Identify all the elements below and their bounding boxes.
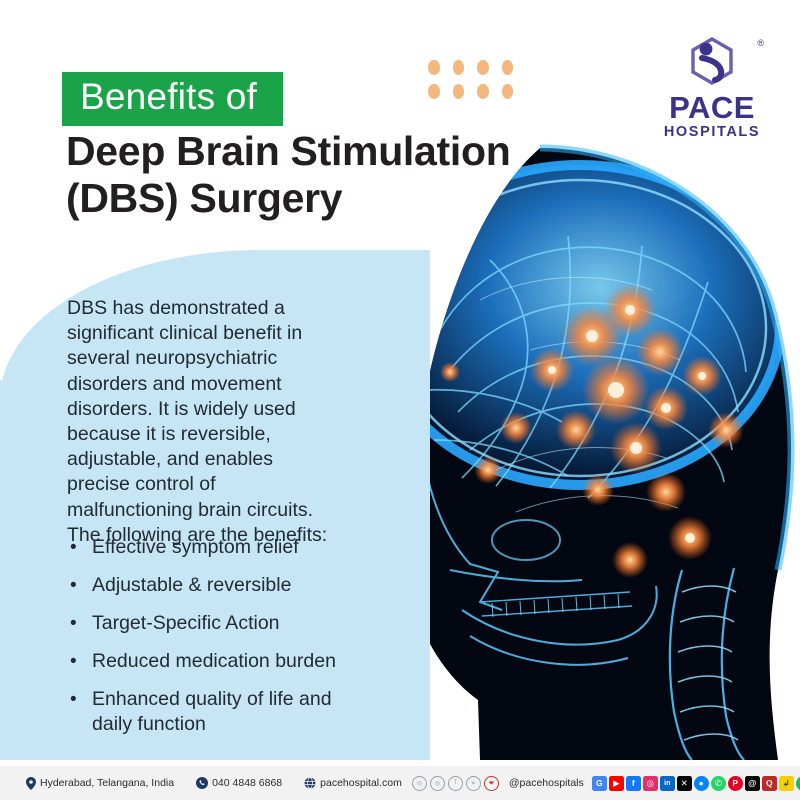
list-item: • Reduced medication burden	[66, 649, 366, 674]
bullet-marker: •	[70, 689, 77, 710]
banner-benefits-of: Benefits of	[62, 72, 284, 126]
bullet-text: Reduced medication burden	[92, 650, 336, 672]
globe-icon	[304, 777, 316, 789]
certification-badges: ◎ ◎ T ✶ ❤	[411, 775, 499, 791]
youtube-icon[interactable]: ▶	[608, 775, 624, 791]
whatsapp-icon[interactable]: ✆	[710, 775, 726, 791]
bullet-text: Enhanced quality of life and daily funct…	[92, 688, 332, 735]
list-item: • Enhanced quality of life and daily fun…	[66, 687, 366, 737]
decorative-dot-grid	[428, 60, 526, 108]
quora-icon[interactable]: Q	[761, 775, 777, 791]
linkedin-icon[interactable]: in	[659, 775, 675, 791]
decor-dot	[452, 84, 464, 99]
decor-dot	[452, 60, 464, 75]
location-text: Hyderabad, Telangana, India	[40, 777, 175, 789]
social-icon-row: G ▶ f ◎ in ✕ ● ✆ P @ Q ↲ ♫	[591, 775, 800, 791]
phone-icon	[196, 777, 209, 789]
footer-website[interactable]: pacehospital.com	[304, 777, 402, 789]
decor-dot	[428, 60, 440, 75]
footer-location: Hyderabad, Telangana, India	[26, 776, 175, 790]
spotify-icon[interactable]: ♫	[795, 775, 800, 791]
benefits-list: • Effective symptom relief • Adjustable …	[66, 535, 366, 750]
bullet-text: Adjustable & reversible	[92, 574, 292, 596]
pace-hospitals-logo: ® PACE HOSPITALS	[652, 36, 772, 141]
decor-dot	[501, 60, 513, 75]
content-panel-extension	[0, 380, 430, 760]
pace-hexagon-icon: ®	[652, 36, 772, 92]
google-business-icon[interactable]: G	[591, 775, 607, 791]
xray-head-brain-illustration	[330, 140, 800, 760]
decor-dot	[477, 84, 489, 99]
koo-icon[interactable]: ↲	[778, 775, 794, 791]
accreditation-badge-4: ✶	[465, 775, 481, 791]
bullet-marker: •	[70, 537, 77, 558]
page-title: Deep Brain Stimulation (DBS) Surgery	[66, 128, 646, 222]
decor-dot	[428, 84, 440, 99]
footer-phone[interactable]: 040 4848 6868	[196, 777, 282, 789]
list-item: • Adjustable & reversible	[66, 573, 366, 598]
intro-paragraph: DBS has demonstrated a significant clini…	[67, 297, 328, 546]
x-twitter-icon[interactable]: ✕	[676, 775, 692, 791]
list-item: • Effective symptom relief	[66, 535, 366, 560]
website-text: pacehospital.com	[320, 777, 402, 789]
bullet-text: Effective symptom relief	[92, 536, 299, 558]
banner-label: Benefits of	[80, 76, 258, 117]
facebook-icon[interactable]: f	[625, 775, 641, 791]
messenger-icon[interactable]: ●	[693, 775, 709, 791]
bullet-marker: •	[70, 613, 77, 634]
bullet-text: Target-Specific Action	[92, 612, 280, 634]
pinterest-icon[interactable]: P	[727, 775, 743, 791]
logo-wordmark: PACE	[669, 90, 755, 125]
list-item: • Target-Specific Action	[66, 611, 366, 636]
threads-icon[interactable]: @	[744, 775, 760, 791]
footer-bar: Hyderabad, Telangana, India 040 4848 686…	[0, 766, 800, 800]
accreditation-badge-2: ◎	[429, 775, 445, 791]
phone-text: 040 4848 6868	[212, 777, 283, 789]
instagram-icon[interactable]: ◎	[642, 775, 658, 791]
accreditation-badge-3: T	[447, 775, 463, 791]
title-line-1: Deep Brain Stimulation	[66, 128, 511, 174]
decor-dot	[501, 84, 513, 99]
accreditation-badge-5: ❤	[483, 775, 499, 791]
accreditation-badge-1: ◎	[411, 775, 427, 791]
social-handle: @pacehospitals	[508, 777, 584, 789]
bullet-marker: •	[70, 651, 77, 672]
location-pin-icon	[26, 776, 36, 790]
title-line-2: (DBS) Surgery	[66, 175, 343, 221]
decor-dot	[477, 60, 489, 75]
registered-mark: ®	[757, 38, 764, 48]
bullet-marker: •	[70, 575, 77, 596]
logo-subtitle: HOSPITALS	[663, 124, 761, 140]
